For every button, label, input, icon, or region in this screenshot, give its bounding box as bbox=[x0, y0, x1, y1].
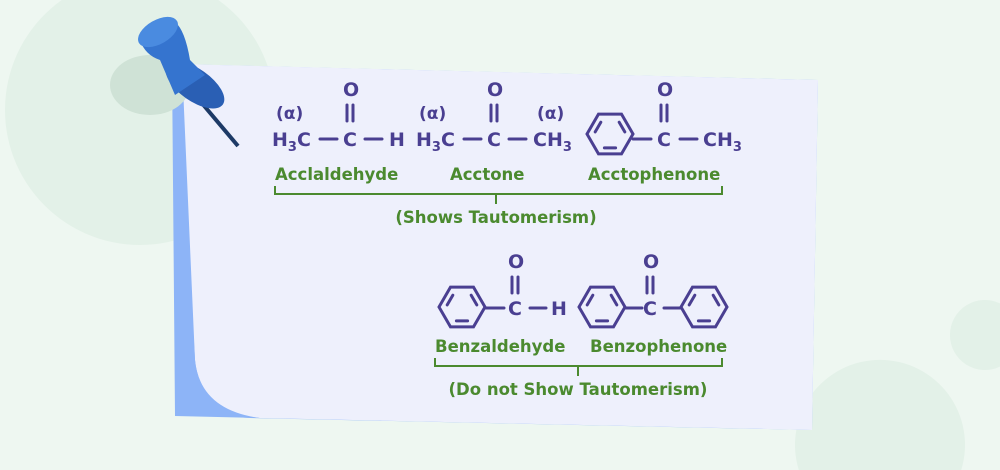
alpha-marker: (α) bbox=[276, 104, 303, 124]
molecule-acetaldehyde: (α) O H3C C H bbox=[272, 79, 405, 155]
push-pin-icon bbox=[110, 16, 240, 148]
hydrogen-atom: H bbox=[551, 298, 567, 320]
label-acetone: Acctone bbox=[450, 165, 525, 184]
caption-shows-tautomerism: (Shows Tautomerism) bbox=[395, 208, 596, 227]
label-acetophenone: Acctophenone bbox=[588, 165, 720, 184]
molecule-benzaldehyde: O C H bbox=[437, 251, 567, 329]
benzene-ring-icon bbox=[585, 112, 635, 156]
label-benzaldehyde: Benzaldehyde bbox=[435, 337, 565, 356]
molecule-acetone: (α) O H3C C (α) CH3 bbox=[416, 79, 572, 155]
alpha-marker: (α) bbox=[537, 104, 564, 124]
background-circle bbox=[949, 300, 1000, 370]
oxygen-atom: O bbox=[643, 251, 659, 273]
benzene-ring-icon bbox=[679, 285, 729, 329]
carbon-atom: C bbox=[487, 129, 501, 151]
alpha-marker: (α) bbox=[419, 104, 446, 124]
carbon-atom: C bbox=[643, 298, 657, 320]
label-benzophenone: Benzophenone bbox=[590, 337, 727, 356]
benzene-ring-icon bbox=[437, 285, 487, 329]
carbon-atom: C bbox=[657, 129, 671, 151]
oxygen-atom: O bbox=[657, 79, 673, 101]
hydrogen-atom: H bbox=[389, 129, 405, 151]
methyl-group: H3C bbox=[272, 129, 311, 155]
methyl-group: CH3 bbox=[533, 129, 572, 155]
molecule-benzophenone: O C bbox=[577, 251, 729, 329]
label-acetaldehyde: Acclaldehyde bbox=[275, 165, 398, 184]
oxygen-atom: O bbox=[508, 251, 524, 273]
note-paper bbox=[172, 64, 818, 430]
oxygen-atom: O bbox=[487, 79, 503, 101]
oxygen-atom: O bbox=[343, 79, 359, 101]
benzene-ring-icon bbox=[577, 285, 627, 329]
bracket bbox=[434, 358, 723, 376]
carbon-atom: C bbox=[508, 298, 522, 320]
caption-no-tautomerism: (Do not Show Tautomerism) bbox=[449, 380, 708, 399]
carbon-atom: C bbox=[343, 129, 357, 151]
background-circle bbox=[795, 359, 965, 470]
methyl-group: CH3 bbox=[703, 129, 742, 155]
molecule-acetophenone: O C CH3 bbox=[585, 79, 742, 156]
bracket bbox=[274, 186, 723, 204]
methyl-group: H3C bbox=[416, 129, 455, 155]
